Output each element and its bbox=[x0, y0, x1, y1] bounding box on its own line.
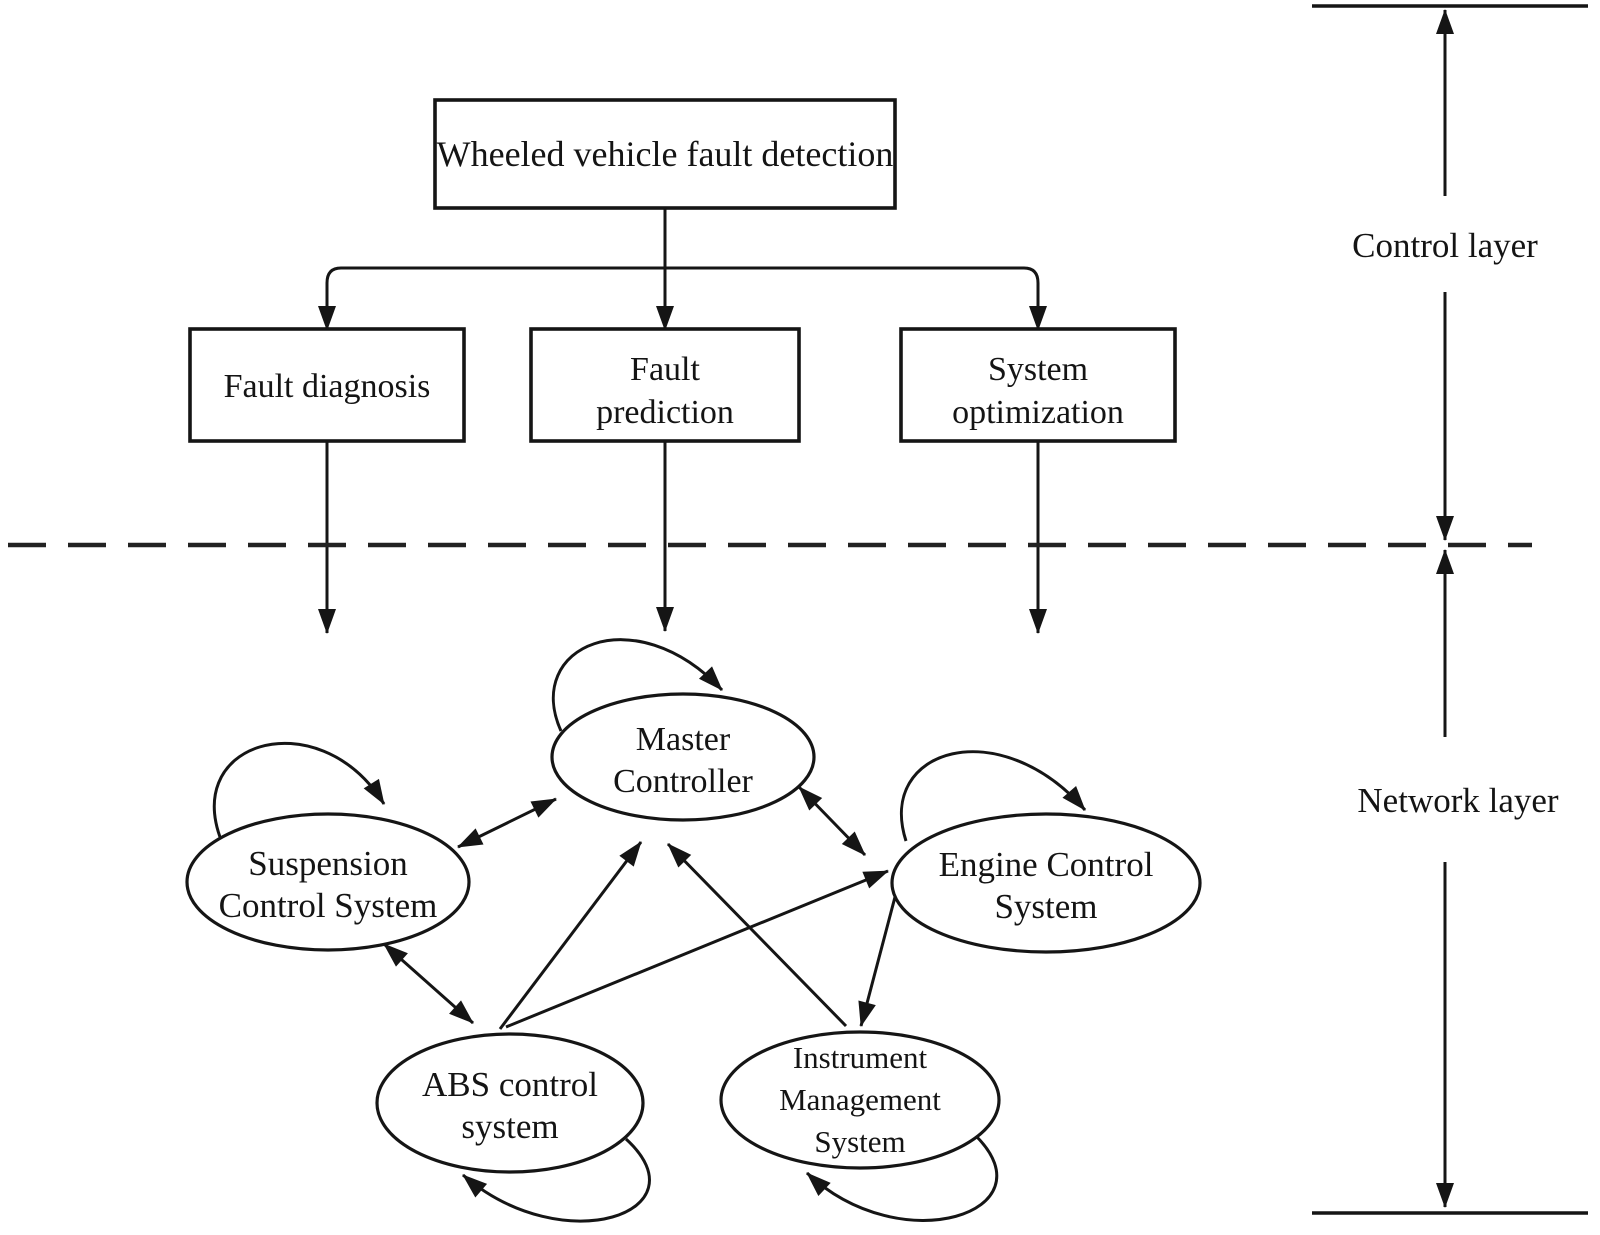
box-system-optimization-label-line1: System bbox=[988, 351, 1088, 388]
self-loop-suspension bbox=[212, 741, 386, 852]
box-fault-diagnosis-label: Fault diagnosis bbox=[224, 368, 431, 405]
box-system-optimization-label-line2: optimization bbox=[952, 394, 1124, 431]
box-system-optimization: System optimization bbox=[899, 327, 1177, 443]
node-master-controller: Master Controller bbox=[550, 692, 816, 822]
node-abs-control-system: ABS control system bbox=[375, 1032, 645, 1174]
edge-abs-to-engine bbox=[505, 869, 889, 1029]
node-suspension-control-label-line1: Suspension bbox=[248, 844, 407, 883]
edge-suspension-master-bidirectional bbox=[457, 797, 557, 849]
node-instrument-management-label-line1: Instrument bbox=[793, 1040, 928, 1075]
root-box-outline bbox=[433, 98, 897, 210]
edge-abs-to-master bbox=[498, 841, 643, 1030]
box-fault-prediction-outline bbox=[529, 327, 801, 443]
node-suspension-control-label-line2: Control System bbox=[219, 886, 438, 925]
connector-rail bbox=[318, 266, 1047, 331]
root-box-wheeled-vehicle-fault-detection: Wheeled vehicle fault detection bbox=[433, 98, 897, 210]
self-loop-abs bbox=[462, 1137, 651, 1223]
root-box-label: Wheeled vehicle fault detection bbox=[437, 134, 894, 174]
control-layer-label: Control layer bbox=[1352, 226, 1538, 265]
edge-engine-to-instrument bbox=[858, 896, 897, 1027]
box-system-optimization-outline bbox=[899, 327, 1177, 443]
box-fault-prediction-label-line1: Fault bbox=[630, 351, 700, 388]
edge-suspension-abs-bidirectional bbox=[383, 942, 474, 1025]
box-fault-prediction: Fault prediction bbox=[529, 327, 801, 443]
node-suspension-control-system: Suspension Control System bbox=[185, 812, 471, 952]
self-loop-instrument bbox=[805, 1134, 999, 1222]
node-master-controller-label-line2: Controller bbox=[613, 763, 753, 800]
layer-gauge: Control layer Network layer bbox=[1312, 4, 1588, 1215]
node-engine-control-system: Engine Control System bbox=[890, 812, 1202, 954]
edge-master-engine-bidirectional bbox=[797, 785, 867, 857]
box-fault-diagnosis: Fault diagnosis bbox=[188, 327, 466, 443]
box-fault-prediction-label-line2: prediction bbox=[596, 394, 734, 431]
node-instrument-management-system: Instrument Management System bbox=[719, 1030, 1001, 1170]
self-loop-master bbox=[551, 638, 724, 732]
node-engine-control-label-line2: System bbox=[994, 887, 1097, 926]
self-loop-engine bbox=[899, 750, 1087, 842]
node-abs-control-label-line1: ABS control bbox=[422, 1065, 598, 1104]
node-instrument-management-label-line2: Management bbox=[779, 1082, 941, 1117]
node-instrument-management-label-line3: System bbox=[814, 1124, 905, 1159]
edge-instrument-to-master bbox=[666, 842, 848, 1028]
network-layer-label: Network layer bbox=[1357, 781, 1559, 820]
node-suspension-control-outline bbox=[185, 812, 471, 952]
node-master-controller-label-line1: Master bbox=[636, 721, 731, 758]
node-instrument-management-outline bbox=[719, 1030, 1001, 1170]
node-engine-control-outline bbox=[890, 812, 1202, 954]
node-master-controller-outline bbox=[550, 692, 816, 822]
node-engine-control-label-line1: Engine Control bbox=[939, 845, 1154, 884]
node-abs-control-outline bbox=[375, 1032, 645, 1174]
box-fault-diagnosis-outline bbox=[188, 327, 466, 443]
node-abs-control-label-line2: system bbox=[461, 1107, 558, 1146]
